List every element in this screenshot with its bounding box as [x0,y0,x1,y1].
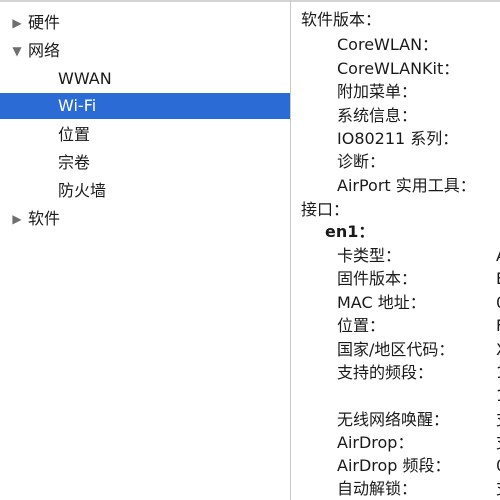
value-firmware-version: E [496,267,500,291]
label-firmware-version: 固件版本： [337,269,418,288]
value-airdrop-channel: 0 [496,454,500,478]
disclosure-right-icon[interactable]: ▶ [12,16,22,30]
sidebar-item-label: 软件 [28,209,61,228]
sidebar-item-label: Wi-Fi [58,96,97,115]
label-menu-extra: 附加菜单： [337,82,418,101]
label-card-type: 卡类型： [337,246,402,265]
sidebar-item-location[interactable]: 位置 [0,122,290,148]
label-location: 位置： [337,316,386,335]
section-heading-interfaces: 接口： [301,200,350,219]
sidebar-item-label: WWAN [58,69,112,88]
label-country-code: 国家/地区代码： [337,340,455,359]
value-location: F [496,314,500,338]
sidebar-item-label: 宗卷 [58,153,91,172]
sidebar-item-label: 硬件 [28,13,61,32]
sidebar-item-firewall[interactable]: 防火墙 [0,178,290,204]
sidebar-item-label: 位置 [58,125,91,144]
label-airport-utility: AirPort 实用工具： [337,176,476,195]
sidebar: ▶ 硬件 ▼ 网络 WWAN Wi-Fi 位置 宗卷 防火墙 ▶ 软件 [0,2,290,500]
sidebar-item-volumes[interactable]: 宗卷 [0,150,290,176]
label-corewlankit: CoreWLANKit： [337,59,460,78]
label-diagnostics: 诊断： [337,152,386,171]
label-corewlan: CoreWLAN： [337,35,439,54]
section-heading-software-versions: 软件版本： [301,10,382,29]
label-wake-on-wireless: 无线网络唤醒： [337,410,450,429]
sidebar-item-network[interactable]: ▼ 网络 [0,38,290,64]
window-top-edge [0,0,500,2]
label-airdrop-channel: AirDrop 频段： [337,456,451,475]
value-auto-unlock: 支 [496,477,500,500]
value-supported-bands: 1 [496,361,500,385]
value-wake-on-wireless: 支 [496,408,500,432]
label-mac-address: MAC 地址： [337,293,426,312]
interface-en1-heading: en1： [325,222,375,241]
value-card-type: A [496,244,500,268]
label-system-info: 系统信息： [337,106,418,125]
sidebar-item-software[interactable]: ▶ 软件 [0,206,290,232]
value-country-code: X [496,338,500,362]
disclosure-down-icon[interactable]: ▼ [12,44,22,58]
value-airdrop: 支 [496,431,500,455]
value-mac-address: 0 [496,291,500,315]
sidebar-item-label: 防火墙 [58,181,107,200]
sidebar-item-label: 网络 [28,41,61,60]
disclosure-right-icon[interactable]: ▶ [12,212,22,226]
sidebar-item-wwan[interactable]: WWAN [0,66,290,92]
value-supported-bands-cont: 1 [496,384,500,408]
label-airdrop: AirDrop： [337,433,414,452]
sidebar-item-wifi[interactable]: Wi-Fi [0,93,290,119]
sidebar-item-hardware[interactable]: ▶ 硬件 [0,10,290,36]
split-view-divider[interactable] [290,0,291,500]
detail-pane: 软件版本： CoreWLAN： CoreWLANKit： 附加菜单： 系统信息：… [291,0,500,500]
label-io80211: IO80211 系列： [337,129,459,148]
label-supported-bands: 支持的频段： [337,363,434,382]
label-auto-unlock: 自动解锁： [337,479,418,498]
